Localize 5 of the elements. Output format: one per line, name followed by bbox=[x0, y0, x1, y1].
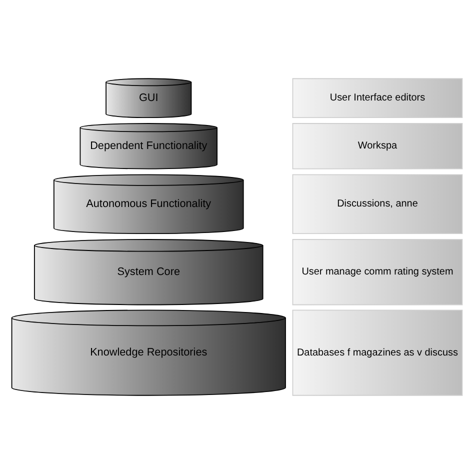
node-box: Databases f magazines as v discuss bbox=[292, 310, 463, 396]
node-box: Discussions, anne bbox=[292, 174, 463, 234]
node-box: User Interface editors bbox=[292, 78, 463, 118]
node-box: User manage comm rating system bbox=[292, 239, 463, 306]
node-box: Workspa bbox=[292, 123, 463, 170]
